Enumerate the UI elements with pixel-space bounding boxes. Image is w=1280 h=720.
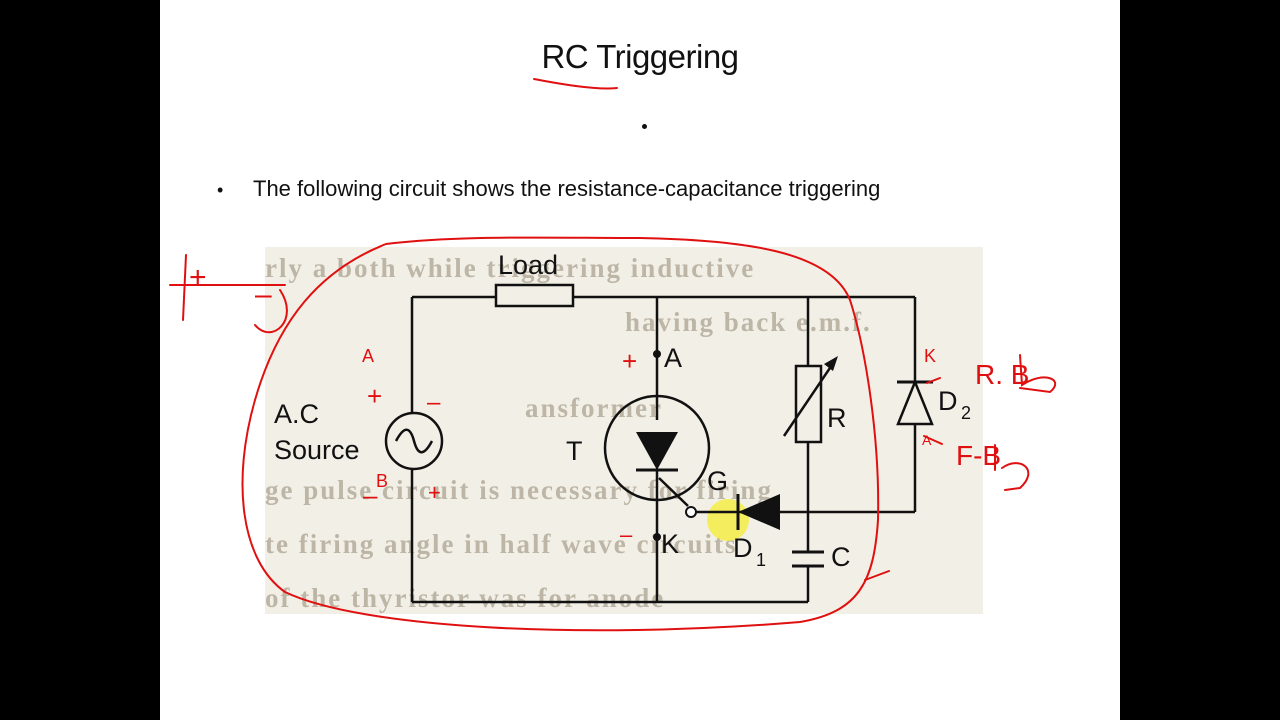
load-label: Load: [498, 250, 558, 280]
diode-d2: [896, 378, 934, 426]
note-plus-anode: +: [622, 346, 637, 376]
bullet-text: The following circuit shows the resistan…: [253, 176, 881, 201]
diode1-label: D: [733, 533, 753, 563]
note-forward-bias: F-B: [956, 440, 1001, 471]
note-a: A: [362, 346, 374, 366]
note-minus-right: –: [427, 389, 441, 416]
resistor-label: R: [827, 403, 847, 433]
variable-resistor: [782, 356, 838, 444]
diode2-subscript: 2: [961, 403, 971, 423]
cathode-label: K: [661, 529, 679, 559]
note-plus-left: +: [367, 381, 382, 411]
source-label-line1: A.C: [274, 399, 319, 429]
circuit-wires: [410, 295, 917, 604]
anode-label: A: [664, 343, 682, 373]
bullet-icon: •: [217, 180, 224, 200]
svg-text:having back e.m.f.: having back e.m.f.: [625, 307, 872, 337]
note-plus-source-top: +: [189, 261, 207, 294]
diode1-subscript: 1: [756, 550, 766, 570]
decorative-dot: [642, 124, 647, 129]
ac-source-symbol: [384, 411, 444, 471]
note-reverse-bias: R. B: [975, 359, 1029, 390]
svg-text:rly a both while triggering in: rly a both while triggering inductive: [265, 253, 755, 283]
load-resistor: [494, 283, 575, 308]
capacitor: [792, 550, 824, 568]
note-k: K: [924, 346, 936, 366]
note-minus-source-top: –: [255, 278, 272, 311]
svg-text:ansformer: ansformer: [525, 393, 663, 423]
diode2-label: D: [938, 386, 958, 416]
note-b: B: [376, 471, 388, 491]
note-minus-cathode: –: [620, 522, 633, 547]
rc-triggering-circuit: Load A.C Source T A K G R C D 1 D 2 + –: [169, 78, 1057, 632]
slide: RC Triggering • The following circuit sh…: [160, 0, 1120, 720]
thyristor-label: T: [566, 436, 583, 466]
gate-label: G: [707, 466, 728, 496]
note-anode-d2: A: [922, 432, 932, 448]
diode-d1: [736, 494, 780, 530]
pen-notes: + – A + – B – + + – K A R. B F-B: [189, 261, 1029, 547]
thyristor-symbol: [603, 350, 711, 541]
pen-strokes: [169, 78, 1057, 632]
capacitor-label: C: [831, 542, 851, 572]
note-minus-bottom: –: [363, 480, 378, 510]
source-label-line2: Source: [274, 435, 360, 465]
slide-title: RC Triggering: [541, 38, 739, 75]
note-plus-bottom: +: [428, 480, 441, 505]
